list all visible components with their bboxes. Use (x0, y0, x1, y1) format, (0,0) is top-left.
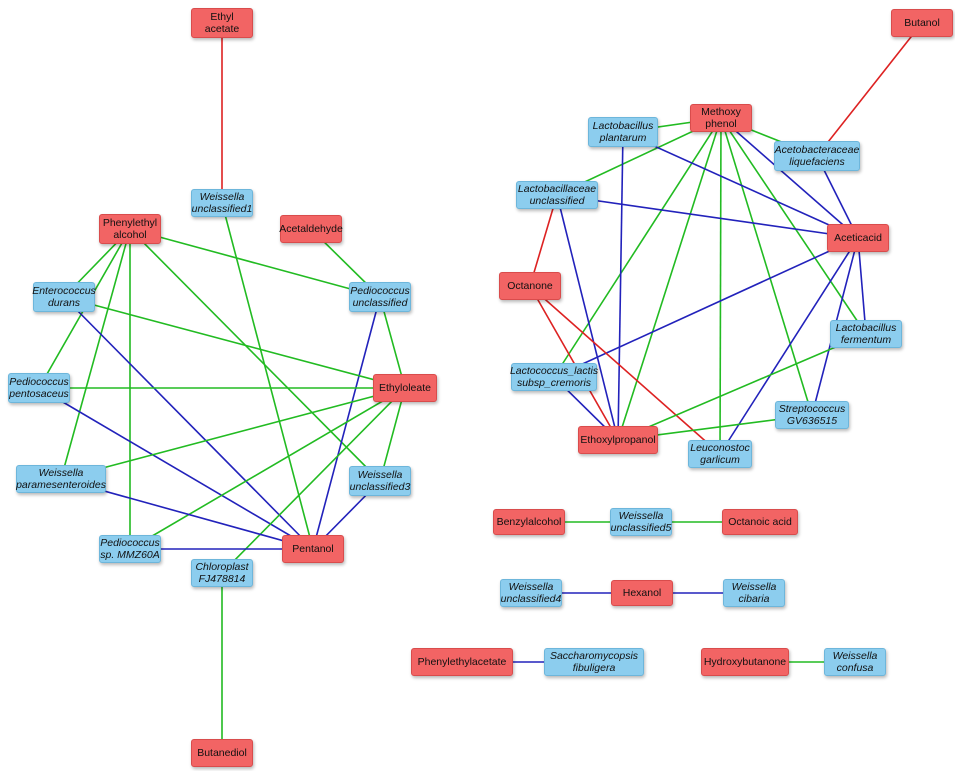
node-weissella_param: Weissella paramesenteroides (16, 465, 106, 493)
node-phenylethyl_alcohol: Phenylethyl alcohol (99, 214, 161, 244)
node-leuconostoc: Leuconostoc garlicum (688, 440, 752, 468)
node-acetaldehyde: Acetaldehyde (279, 215, 343, 243)
node-benzylalcohol: Benzylalcohol (493, 509, 565, 535)
edge-enterococcus_durans-ethyloleate (63, 296, 406, 389)
edge-ethyloleate-pediococcus_mmz (129, 387, 406, 550)
edge-methoxy_phenol-leuconostoc (719, 117, 722, 455)
node-butanol: Butanol (891, 9, 953, 37)
node-weissella_confusa: Weissella confusa (824, 648, 886, 676)
edge-phenylethyl_alcohol-pediococcus_u (129, 228, 381, 298)
node-hydroxybutanone: Hydroxybutanone (701, 648, 789, 676)
node-lacto_plantarum: Lactobacillus plantarum (588, 117, 658, 147)
node-weissella_cibaria: Weissella cibaria (723, 579, 785, 607)
edge-pediococcus_pent-pentanol (38, 387, 314, 550)
edge-methoxy_phenol-lactococcus (553, 117, 722, 378)
node-ethyloleate: Ethyloleate (373, 374, 437, 402)
edge-aceticacid-lacto_fermentum (857, 237, 867, 335)
node-phenylethylacetate: Phenylethylacetate (411, 648, 513, 676)
node-lactobacillaceae_u: Lactobacillaceae unclassified (516, 181, 598, 209)
node-lactococcus: Lactococcus_lactis subsp_cremoris (509, 363, 599, 391)
node-octanone: Octanone (499, 272, 561, 300)
edge-methoxy_phenol-ethoxylpropanol (617, 117, 722, 441)
node-weissella_u4: Weissella unclassified4 (500, 579, 562, 607)
node-lacto_fermentum: Lactobacillus fermentum (830, 320, 902, 348)
node-butanediol: Butanediol (191, 739, 253, 767)
node-pentanol: Pentanol (282, 535, 344, 563)
node-chloroplast: Chloroplast FJ478814 (191, 559, 253, 587)
edge-octanone-leuconostoc (529, 285, 721, 455)
edge-lactobacillaceae_u-aceticacid (556, 194, 859, 239)
edge-enterococcus_durans-pentanol (63, 296, 314, 550)
edge-lactobacillaceae_u-octanone (529, 194, 558, 287)
node-acetobacteraceae: Acetobacteraceae liquefaciens (774, 141, 860, 171)
edge-pediococcus_u-ethyloleate (379, 296, 406, 389)
node-streptococcus: Streptococcus GV636515 (775, 401, 849, 429)
edge-aceticacid-lactococcus (553, 237, 859, 378)
node-weissella_u1: Weissella unclassified1 (191, 189, 253, 217)
edge-phenylethyl_alcohol-weissella_u3 (129, 228, 381, 482)
node-pediococcus_u: Pediococcus unclassified (349, 282, 411, 312)
node-pediococcus_pent: Pediococcus pentosaceus (8, 373, 70, 403)
edge-lacto_plantarum-ethoxylpropanol (617, 131, 624, 441)
node-aceticacid: Aceticacid (827, 224, 889, 252)
edge-aceticacid-leuconostoc (719, 237, 859, 455)
edge-methoxy_phenol-streptococcus (720, 117, 813, 416)
node-hexanol: Hexanol (611, 580, 673, 606)
edge-ethyloleate-weissella_u3 (379, 387, 406, 482)
node-weissella_u3: Weissella unclassified3 (349, 466, 411, 496)
edge-phenylethyl_alcohol-weissella_param (60, 228, 131, 480)
node-enterococcus_durans: Enterococcus durans (32, 282, 96, 312)
node-ethyl_acetate: Ethyl acetate (191, 8, 253, 38)
edge-ethyloleate-chloroplast (221, 387, 406, 574)
edge-lactobacillaceae_u-ethoxylpropanol (556, 194, 619, 441)
node-methoxy_phenol: Methoxy phenol (690, 104, 752, 132)
edge-methoxy_phenol-aceticacid (720, 117, 859, 239)
node-pediococcus_mmz: Pediococcus sp. MMZ60A (99, 535, 161, 563)
edge-lacto_plantarum-aceticacid (622, 131, 859, 239)
node-saccharomycopsis: Saccharomycopsis fibuligera (544, 648, 644, 676)
edge-lacto_fermentum-ethoxylpropanol (617, 333, 867, 441)
node-ethoxylpropanol: Ethoxylpropanol (578, 426, 658, 454)
edge-butanol-acetobacteraceae (816, 22, 923, 157)
node-weissella_u5: Weissella unclassified5 (610, 508, 672, 536)
edge-ethyloleate-weissella_param (60, 387, 406, 480)
edge-weissella_u1-pentanol (221, 202, 314, 550)
node-octanoic_acid: Octanoic acid (722, 509, 798, 535)
